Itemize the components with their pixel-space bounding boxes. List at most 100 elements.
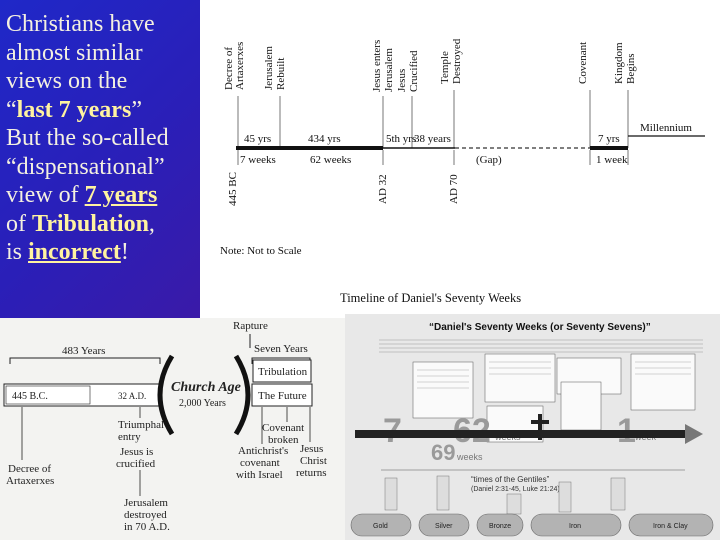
- seventy-weeks-chart: “Daniel's Seventy Weeks (or Seventy Seve…: [345, 314, 720, 540]
- text-line-5: But the so-called: [6, 125, 169, 151]
- church-age-label: Church Age: [171, 380, 241, 395]
- pill-bronze: [476, 513, 524, 537]
- christ-returns-1: Jesus: [300, 443, 323, 455]
- church-age-diagram: Rapture 483 Years Seven Years Tribulatio…: [0, 318, 345, 540]
- church-age-svg: Rapture 483 Years Seven Years Tribulatio…: [3, 320, 327, 533]
- cross-vertical: [538, 414, 542, 440]
- label-temple: Temple: [439, 51, 451, 84]
- antichrist-label-3: with Israel: [236, 469, 283, 481]
- label-destroyed: Destroyed: [451, 38, 463, 84]
- text-line-9: is incorrect!: [6, 239, 129, 265]
- ad32-label: 32 A.D.: [118, 391, 146, 401]
- two-thousand-years-label: 2,000 Years: [179, 398, 226, 409]
- metal-silver: Silver: [435, 523, 453, 530]
- tribulation-label: Tribulation: [258, 366, 308, 378]
- slide-text: Christians have almost similar views on …: [6, 10, 202, 267]
- timeline-caption: Timeline of Daniel's Seventy Weeks: [340, 291, 521, 305]
- text-line-4: “last 7 years”: [6, 96, 142, 123]
- text-line-7: view of 7 years: [6, 182, 158, 208]
- cross-horizontal: [531, 420, 549, 424]
- weeks-small-2: weeks: [456, 452, 483, 462]
- incorrect-word: incorrect: [28, 239, 121, 265]
- weeks-1: 1 week: [596, 154, 628, 166]
- text-line-6: “dispensational”: [6, 153, 165, 180]
- seg-38years: 38 years: [414, 133, 451, 145]
- tribulation-word: Tribulation: [32, 210, 149, 237]
- bar-right: [251, 383, 313, 407]
- date-ad32: AD 32: [377, 174, 389, 204]
- jerusalem-destroyed-2: destroyed: [124, 509, 167, 521]
- seventy-weeks-svg: “Daniel's Seventy Weeks (or Seventy Seve…: [345, 314, 720, 540]
- text-line-3: views on the: [6, 68, 128, 94]
- label-jesus: Jesus: [396, 69, 408, 92]
- jerusalem-destroyed-1: Jerusalem: [124, 497, 168, 509]
- text-line-1: Christians have: [6, 11, 155, 37]
- rapture-label: Rapture: [233, 320, 268, 332]
- crucified-label-2: crucified: [116, 458, 156, 470]
- weeks-gap: (Gap): [476, 154, 502, 166]
- christ-returns-2: Christ: [300, 455, 327, 467]
- crucified-label-1: Jesus is: [120, 446, 153, 458]
- times-gentiles-ref: (Daniel 2:31-45, Luke 21:24): [471, 486, 560, 493]
- label-crucified: Crucified: [408, 50, 420, 92]
- metal-bronze: Bronze: [489, 523, 511, 530]
- note-box-1: [412, 361, 474, 419]
- timeline-svg: Decree of Artaxerxes Jerusalem Rebuilt J…: [220, 38, 705, 305]
- covenant-broken-2: broken: [268, 434, 299, 446]
- big-69: 69: [431, 440, 455, 465]
- pill-iron: [530, 513, 622, 537]
- timeline-arrowhead: [685, 424, 703, 444]
- not-to-scale-note: Note: Not to Scale: [220, 245, 302, 257]
- date-445bc: 445 BC: [227, 172, 239, 206]
- jerusalem-destroyed-3: in 70 A.D.: [124, 521, 170, 533]
- years-483-label: 483 Years: [62, 345, 105, 357]
- times-gentiles-label: “times of the Gentiles”: [471, 475, 550, 484]
- main-timeline-bar: [355, 430, 685, 438]
- label-jesus-enters: Jesus enters: [371, 40, 383, 92]
- note-box-2: [484, 353, 556, 403]
- weeks-7: 7 weeks: [240, 154, 276, 166]
- future-label: The Future: [258, 390, 307, 402]
- decree-label-1: Decree of: [8, 463, 51, 475]
- pill-gold: [350, 513, 412, 537]
- pill-iron-clay: [628, 513, 714, 537]
- bc445-label: 445 B.C.: [12, 391, 48, 402]
- weeks-62: 62 weeks: [310, 154, 351, 166]
- vertical-note-2: [436, 475, 450, 511]
- seg-millennium: Millennium: [640, 122, 692, 134]
- label-rebuilt: Rebuilt: [275, 58, 287, 90]
- vertical-note-1: [384, 477, 398, 511]
- seg-45yrs: 45 yrs: [244, 133, 271, 145]
- seg-434yrs: 434 yrs: [308, 133, 341, 145]
- antichrist-label-1: Antichrist's: [238, 445, 288, 457]
- label-kingdom: Kingdom: [613, 42, 625, 84]
- text-line-2: almost similar: [6, 39, 143, 66]
- vertical-note-3: [506, 493, 522, 515]
- bar-445: [5, 385, 91, 405]
- metal-iron-clay: Iron & Clay: [653, 523, 688, 530]
- pill-silver: [418, 513, 470, 537]
- label-decree: Decree of: [223, 47, 235, 90]
- christ-returns-3: returns: [296, 467, 327, 479]
- metal-gold: Gold: [373, 523, 388, 530]
- date-ad70: AD 70: [448, 174, 460, 204]
- label-begins: Begins: [625, 53, 637, 84]
- antichrist-label-2: covenant: [240, 457, 280, 469]
- label-covenant: Covenant: [577, 42, 589, 84]
- tribulation-box: [252, 359, 312, 383]
- text-line-8: of Tribulation,: [6, 210, 155, 237]
- seg-7yrs: 7 yrs: [598, 133, 620, 145]
- timeline-diagram: Decree of Artaxerxes Jerusalem Rebuilt J…: [200, 0, 720, 318]
- vertical-note-5: [610, 477, 626, 511]
- triumphal-label-2: entry: [118, 431, 141, 443]
- seg-5thyrs: 5th yrs: [386, 133, 416, 145]
- text-panel: Christians have almost similar views on …: [0, 0, 200, 318]
- triumphal-label-1: Triumphal: [118, 419, 164, 431]
- label-jerusalem: Jerusalem: [263, 46, 275, 90]
- covenant-broken-1: Covenant: [262, 422, 304, 434]
- note-box-4: [630, 353, 696, 411]
- label-jerusalem-2: Jerusalem: [383, 48, 395, 92]
- metal-iron: Iron: [569, 523, 581, 530]
- label-artaxerxes: Artaxerxes: [234, 42, 246, 90]
- seven-years-label: Seven Years: [254, 343, 308, 355]
